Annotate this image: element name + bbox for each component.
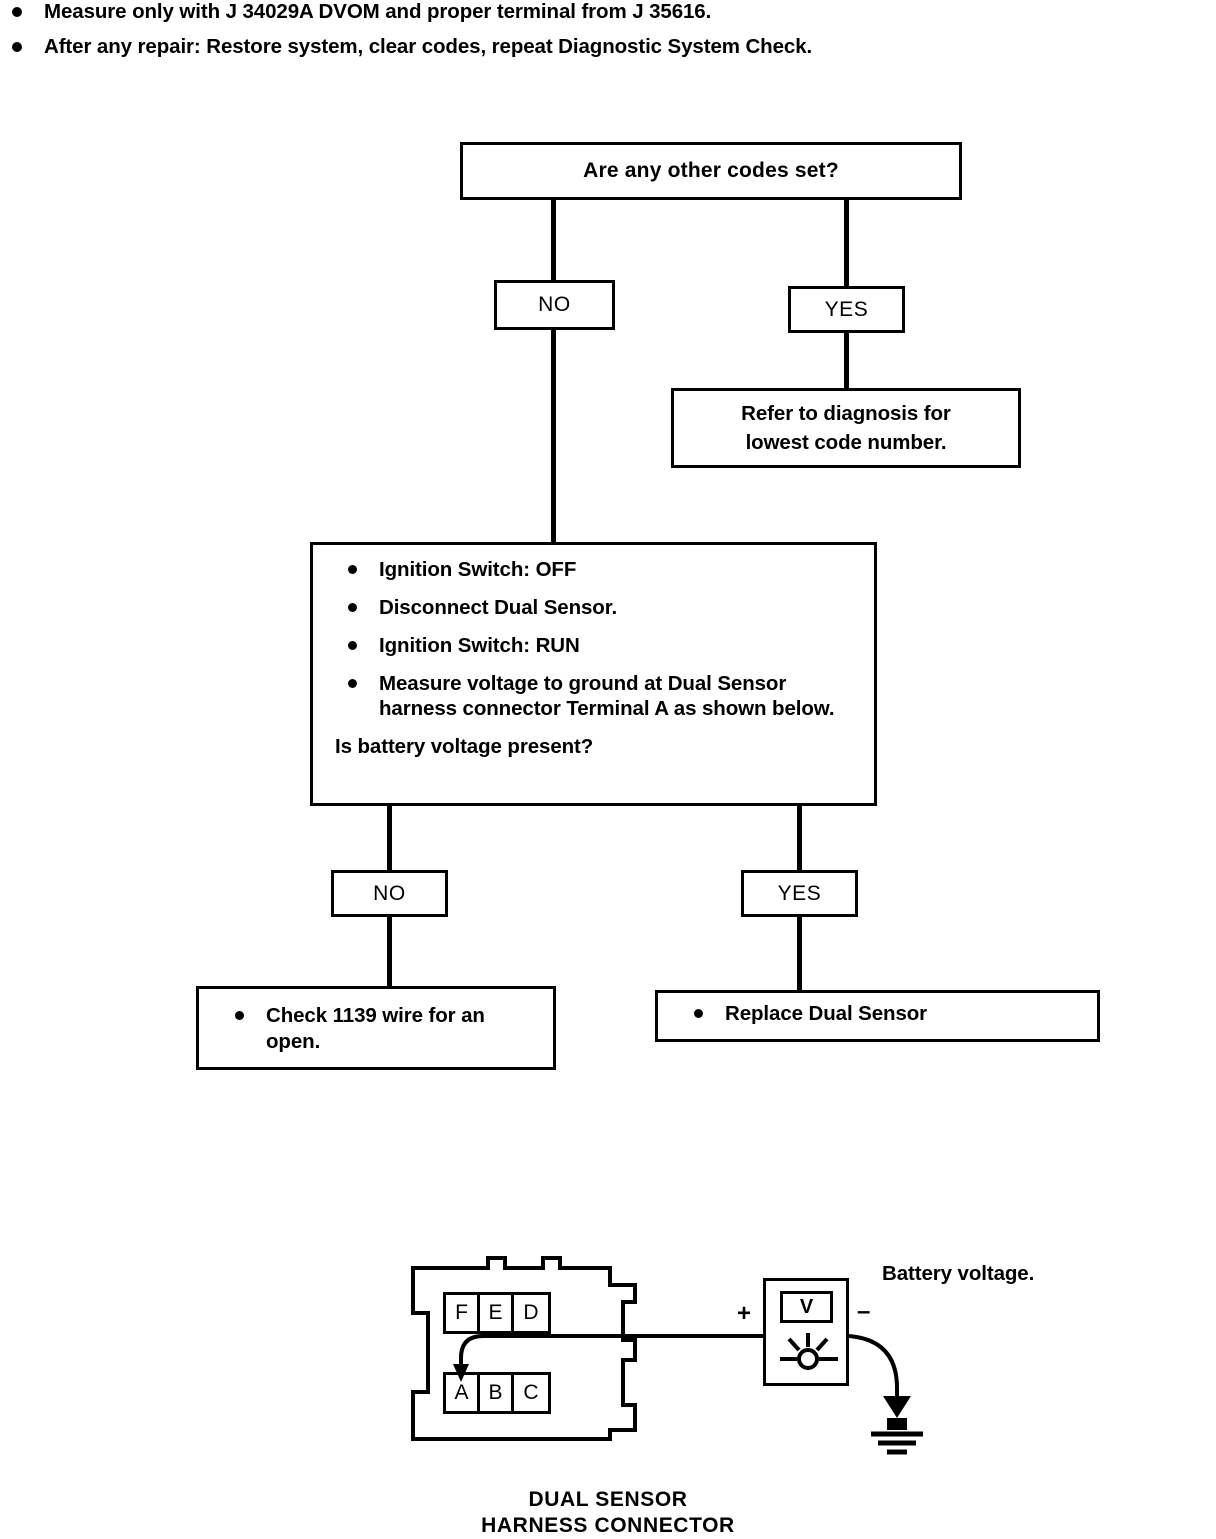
terminal-cell-d: D <box>523 1301 539 1324</box>
result-box-check-wire: Check 1139 wire for an open. <box>196 986 556 1070</box>
ground-lead-icon <box>848 1334 923 1455</box>
instruction-item: Measure voltage to ground at Dual Sensor… <box>335 671 864 721</box>
branch-label-yes: YES <box>824 297 869 321</box>
refer-to-diagnosis-box: Refer to diagnosis for lowest code numbe… <box>671 388 1021 468</box>
question-box-label: Are any other codes set? <box>583 159 839 182</box>
instruction-item: Disconnect Dual Sensor. <box>335 595 864 620</box>
probe-negative-sign: – <box>857 1298 871 1325</box>
meter-dial-icon <box>780 1333 838 1370</box>
refer-box-text: Refer to diagnosis for lowest code numbe… <box>674 399 1018 457</box>
result-line-1: Check 1139 wire for an <box>266 1004 485 1027</box>
branch-label-no: NO <box>373 881 406 905</box>
bullet-icon <box>348 641 357 650</box>
battery-voltage-label: Battery voltage. <box>882 1262 1035 1285</box>
dual-sensor-connector-illustration: F E D A B C V + – Battery voltage <box>395 1240 1155 1460</box>
connector-yes2-to-result <box>797 917 802 993</box>
terminal-cell-c: C <box>523 1381 539 1404</box>
bullet-icon <box>348 565 357 574</box>
top-notes-list: Measure only with J 34029A DVOM and prop… <box>0 0 1150 70</box>
bullet-icon <box>694 1009 703 1018</box>
branch-box-yes-1: YES <box>788 286 905 333</box>
bullet-icon <box>12 7 22 17</box>
result-item: Check 1139 wire for an open. <box>199 1003 553 1055</box>
connector-body-outline-icon <box>411 1256 637 1441</box>
connector-yes-to-refer <box>844 333 849 388</box>
connector-question-to-yes <box>844 200 849 286</box>
terminal-cell-e: E <box>480 1295 514 1331</box>
branch-label-yes: YES <box>777 881 822 905</box>
connector-no2-to-result <box>387 917 392 989</box>
bullet-icon <box>235 1011 244 1020</box>
refer-line-1: Refer to diagnosis for <box>741 402 951 425</box>
branch-box-no-1: NO <box>494 280 615 330</box>
instruction-text: Ignition Switch: RUN <box>379 634 580 657</box>
instruction-question: Is battery voltage present? <box>335 735 594 758</box>
probe-lead-to-terminal-a-icon <box>453 1334 763 1382</box>
probe-positive-sign: + <box>737 1300 752 1327</box>
caption-line-2: HARNESS CONNECTOR <box>481 1514 735 1537</box>
caption-line-1: DUAL SENSOR <box>528 1488 688 1511</box>
result-box-replace-sensor: Replace Dual Sensor <box>655 990 1100 1042</box>
bullet-icon <box>348 679 357 688</box>
question-box-other-codes: Are any other codes set? <box>460 142 962 200</box>
result-item: Replace Dual Sensor <box>658 1001 1097 1027</box>
connector-instructions-to-yes2 <box>797 806 802 870</box>
connector-instructions-to-no2 <box>387 806 392 870</box>
branch-box-no-2: NO <box>331 870 448 917</box>
branch-label-no: NO <box>538 293 571 316</box>
note-text: After any repair: Restore system, clear … <box>44 35 813 58</box>
result-text: Check 1139 wire for an open. <box>266 1003 485 1055</box>
connector-no-to-instructions <box>551 330 556 544</box>
terminal-row-top: F E D <box>443 1292 551 1334</box>
note-item: After any repair: Restore system, clear … <box>0 35 1150 59</box>
connector-question-to-no <box>551 200 556 280</box>
terminal-row-bottom: A B C <box>443 1372 551 1414</box>
note-item: Measure only with J 34029A DVOM and prop… <box>0 0 1150 24</box>
illustration-caption: DUAL SENSOR HARNESS CONNECTOR <box>0 1487 1216 1539</box>
instruction-text: Measure voltage to ground at Dual Sensor… <box>379 672 835 720</box>
branch-box-yes-2: YES <box>741 870 858 917</box>
result-line-2: open. <box>266 1030 321 1053</box>
terminal-cell-f: F <box>446 1295 480 1331</box>
instruction-item: Ignition Switch: RUN <box>335 633 864 658</box>
multimeter-display: V <box>780 1291 833 1323</box>
instruction-item: Ignition Switch: OFF <box>335 557 864 582</box>
instruction-text: Ignition Switch: OFF <box>379 558 577 581</box>
instruction-text: Disconnect Dual Sensor. <box>379 596 618 619</box>
multimeter-body: V <box>763 1278 849 1386</box>
bullet-icon <box>12 42 22 52</box>
bullet-icon <box>348 603 357 612</box>
result-text: Replace Dual Sensor <box>725 1002 928 1025</box>
refer-line-2: lowest code number. <box>745 431 947 454</box>
note-text: Measure only with J 34029A DVOM and prop… <box>44 0 712 23</box>
terminal-cell-a: A <box>446 1375 480 1411</box>
instruction-bullet-list: Ignition Switch: OFF Disconnect Dual Sen… <box>335 557 864 759</box>
terminal-cell-b: B <box>480 1375 514 1411</box>
instruction-box: Ignition Switch: OFF Disconnect Dual Sen… <box>310 542 877 806</box>
